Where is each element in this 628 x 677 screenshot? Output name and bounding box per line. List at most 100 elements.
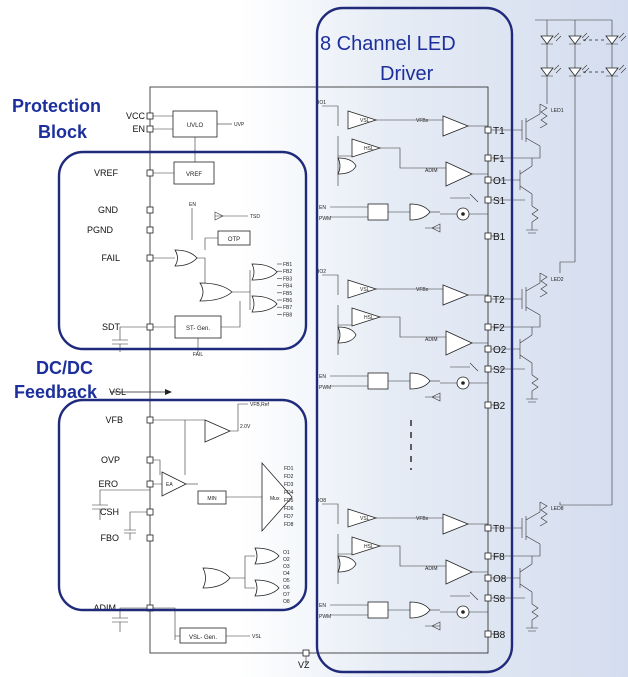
min-block (197, 490, 227, 505)
led-tag: LED8 (551, 506, 564, 512)
hsl-tag: HSL (364, 315, 374, 321)
pin-pad-s1 (484, 196, 492, 204)
pin-pad-b2 (484, 401, 492, 409)
fail-input-1: FB1 (283, 262, 292, 268)
pin-label-f2: F2 (493, 323, 505, 334)
pin-label-ero: ERO (98, 479, 118, 489)
driver-title-line2: Driver (380, 63, 434, 85)
pin-pad-vfb (146, 416, 154, 424)
pin-label-f8: F8 (493, 552, 505, 563)
protection-title-line1: Protection (12, 96, 101, 116)
mux-input-5: FD5 (284, 498, 294, 504)
ov-input-3: O3 (283, 564, 290, 570)
vsl-amp (347, 110, 378, 130)
pin-label-vfb: VFB (105, 415, 123, 425)
vfb-amp (442, 115, 470, 137)
hsl-tag: HSL (364, 146, 374, 152)
uvlo-label: UVLO (187, 123, 204, 129)
fail-input-5: FB5 (283, 291, 292, 297)
ch-or-gate (337, 555, 357, 573)
hsl-tag: HSL (364, 544, 374, 550)
pin-label-s2: S2 (493, 365, 506, 376)
mux-input-2: FD2 (284, 474, 294, 480)
pin-pad-b8 (484, 630, 492, 638)
fb-or-gate-1 (251, 263, 278, 281)
mux-input-3: FD3 (284, 482, 294, 488)
pin-label-vsl: VSL (109, 387, 126, 397)
driver-frame (315, 6, 514, 674)
mux-input-4: FD4 (284, 490, 294, 496)
and-gate (409, 601, 431, 619)
ov-input-4: O4 (283, 571, 290, 577)
vsl-gen-label: VSL- Gen. (189, 635, 217, 641)
pwm-latch (367, 601, 389, 619)
pin-label-sdt: SDT (102, 322, 121, 332)
pin-pad-o2 (484, 345, 492, 353)
vfb-tag: VFBx (416, 287, 429, 293)
led-tag: LED2 (551, 277, 564, 283)
dcdc-frame (57, 398, 308, 612)
pin-pad-fail (146, 254, 154, 262)
fail-input-3: FB3 (283, 276, 292, 282)
pin-pad-t8 (484, 524, 492, 532)
ovp-comparator (204, 419, 231, 443)
pin-pad-gnd (146, 206, 154, 214)
led-diode (568, 67, 582, 77)
ov-input-2: O2 (283, 557, 290, 563)
mux-input-1: FD1 (284, 466, 294, 472)
adim-tag: ADIM (425, 337, 438, 343)
vfb-tag: VFBx (416, 118, 429, 124)
en-tag: EN (189, 202, 196, 208)
pin-label-s8: S8 (493, 594, 506, 605)
ext-mosfet (491, 273, 541, 328)
io-tag: IO8 (318, 498, 326, 504)
pin-pad-t2 (484, 295, 492, 303)
pin-pad-s8 (484, 594, 492, 602)
pin-label-vcc: VCC (126, 111, 146, 121)
vz-pin (302, 649, 310, 657)
fail-input-4: FB4 (283, 284, 292, 290)
ref-2v-tag: 2.0V (240, 424, 251, 430)
fb-or-gate-2 (251, 295, 278, 313)
mux-input-8: FD8 (284, 522, 294, 528)
vsl-out-tag: VSL (252, 634, 262, 640)
led-diode (540, 67, 554, 77)
uvp-label: UVP (234, 122, 245, 128)
ea-tag: EA (166, 482, 173, 488)
pin-label-o8: O8 (493, 574, 507, 585)
vz-label: VZ (298, 660, 310, 670)
pin-label-t8: T8 (493, 524, 505, 535)
ov-or-gate-1 (254, 547, 280, 565)
and-gate (409, 203, 431, 221)
mux-input-7: FD7 (284, 514, 294, 520)
vsl-amp (347, 508, 378, 528)
en-tag: EN (319, 374, 326, 380)
pwm-latch (367, 203, 389, 221)
ov-input-7: O7 (283, 592, 290, 598)
fail-input-6: FB6 (283, 298, 292, 304)
ov-input-5: O5 (283, 578, 290, 584)
pin-pad-o8 (484, 574, 492, 582)
ch-or-gate (337, 326, 357, 344)
io-tag: IO2 (318, 269, 326, 275)
pin-pad-pgnd (146, 226, 154, 234)
pin-label-t1: T1 (493, 126, 505, 137)
pin-label-csh: CSH (100, 507, 119, 517)
driver-title-line1: 8 Channel LED (320, 33, 456, 55)
pin-label-b8: B8 (493, 630, 506, 641)
dcdc-title-line2: Feedback (14, 382, 98, 402)
mux-block (261, 461, 293, 533)
led-tag: LED1 (551, 108, 564, 114)
tsd-tag: TSD (250, 214, 260, 220)
vsl-tag: VSL (360, 516, 370, 522)
pin-label-f1: F1 (493, 154, 505, 165)
ov-input-6: O6 (283, 585, 290, 591)
error-amp (161, 471, 187, 497)
pin-pad-sdt (146, 323, 154, 331)
vfb-amp (442, 284, 470, 306)
adim-tag: ADIM (425, 566, 438, 572)
